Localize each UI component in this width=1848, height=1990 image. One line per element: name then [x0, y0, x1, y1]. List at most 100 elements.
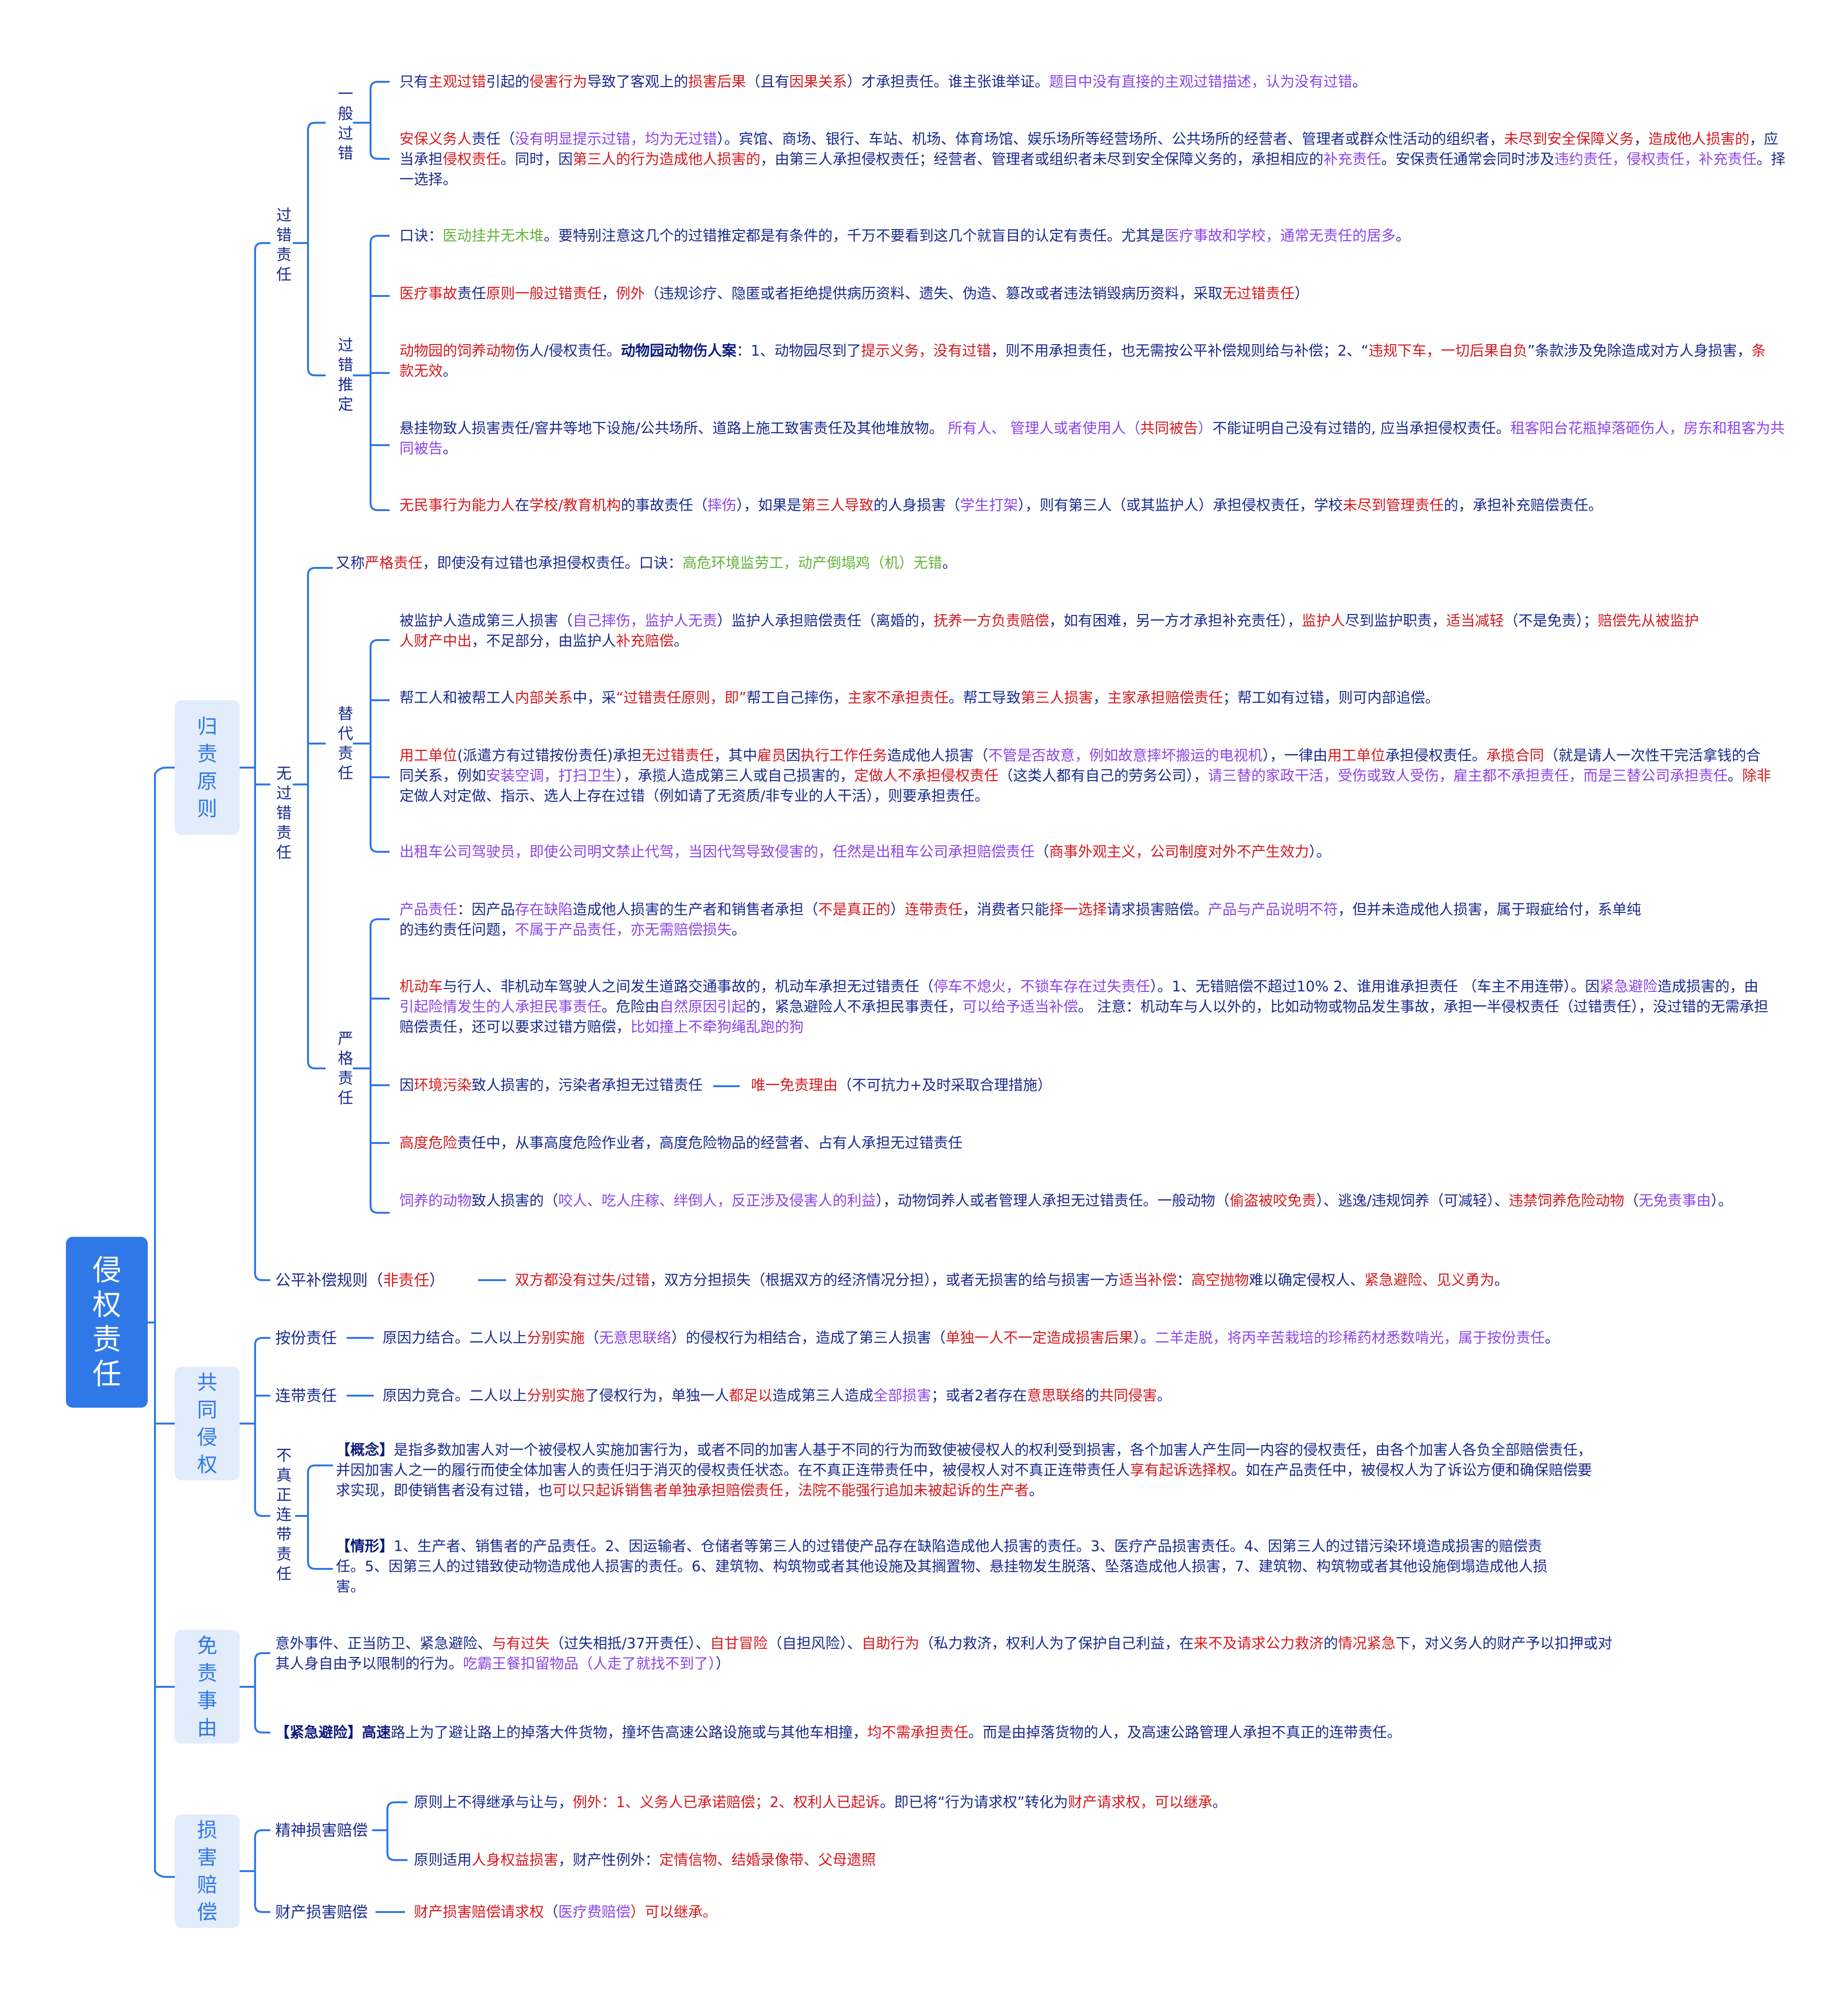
text-run: 。择一选择。 — [399, 151, 1785, 188]
text-run: 存在缺陷 — [515, 901, 573, 918]
text-run: 侵害行为 — [529, 74, 587, 90]
text-run: 。 — [1396, 228, 1410, 244]
text-run: 抚养一方负责赔偿 — [934, 613, 1049, 629]
text-run: 不属于产品责任，亦无需赔偿损失 — [515, 922, 732, 938]
text-run: 高危环境监劳工，动产倒塌鸡（机）无错 — [682, 555, 942, 572]
label-proportional[interactable]: 按份责任 — [275, 1329, 337, 1347]
text-run: 。 — [732, 922, 746, 938]
text-run: 咬人、吃人庄稼、绊倒人，反正涉及侵害人的利益 — [558, 1193, 876, 1209]
text-run: 执行工作任务 — [800, 747, 887, 764]
root-node[interactable]: 侵权责任 — [66, 1237, 148, 1408]
text-run: ，消费者只能 — [962, 901, 1049, 918]
label-property-damage[interactable]: 财产损害赔偿 — [275, 1903, 368, 1921]
text-run: 来不及请求公力救济 — [1194, 1635, 1324, 1652]
label-general-fault[interactable]: 一般过错 — [337, 85, 353, 162]
label-vicarious[interactable]: 替代责任 — [337, 705, 353, 782]
text-run: 意思联络 — [1027, 1387, 1085, 1404]
category-exemption[interactable]: 免责事由 — [175, 1630, 240, 1744]
text-run: ， — [602, 285, 616, 302]
label-presumed-fault[interactable]: 过错推定 — [337, 336, 353, 413]
text-non-genuine-concept: 【概念】是指多数加害人对一个被侵权人实施加害行为，或者不同的加害人基于不同的行为… — [336, 1440, 1602, 1501]
text-run: 。 — [1494, 1272, 1509, 1289]
category-label: 免责事由 — [197, 1634, 218, 1740]
text-run: 。 — [1728, 768, 1742, 784]
text-hanging-objects: 悬挂物致人损害责任/窨井等地下设施/公共场所、道路上施工致害责任及其他堆放物。 … — [399, 419, 1785, 459]
text-run: 承担侵权责任。 — [1385, 747, 1487, 764]
text-run: ：因产品 — [457, 901, 515, 918]
text-run: 补充赔偿 — [616, 633, 674, 650]
text-run: 医疗事故和学校，通常无责任的居多 — [1165, 228, 1396, 244]
text-run: （ — [544, 1904, 558, 1921]
label-no-fault[interactable]: 无过错责任 — [276, 764, 292, 861]
text-run: （不可抗力+及时采取合理措施） — [837, 1077, 1052, 1094]
text-run: ，其中 — [714, 747, 757, 764]
label-joint-several[interactable]: 连带责任 — [275, 1387, 337, 1405]
text-run: 没有明显提示过错，均为无过错 — [515, 131, 717, 148]
text-run: 不能证明自己没有过错的, 应当承担侵权责任。 — [1212, 420, 1511, 437]
text-run: 是指多数加害人对一个被侵权人实施加害行为，或者不同的加害人基于不同的行为而致使被… — [336, 1442, 1592, 1479]
text-run: 所有人、 管理人或者使用人（ — [948, 420, 1141, 437]
label-text: 非责任 — [383, 1271, 430, 1289]
text-property-damage-rule: 财产损害赔偿请求权（医疗费赔偿）可以继承。 — [414, 1902, 1761, 1923]
text-run: 未尽到管理责任 — [1343, 497, 1444, 514]
text-run: 因 — [399, 1077, 414, 1094]
text-run: 造成损害的，由 — [1657, 978, 1758, 995]
text-run: 共同被告 — [1140, 420, 1198, 437]
category-liability-principle[interactable]: 归责原则 — [175, 700, 240, 835]
text-run: 路上为了避让路上的掉落大件货物，撞坏告高速公路设施或与其他车相撞， — [391, 1724, 867, 1741]
text-run: 原则上不得继承与让与， — [414, 1794, 573, 1811]
text-run: 口诀： — [399, 228, 443, 244]
text-run: 定做人对定做、指示、选人上存在过错（例如请了无资质/非专业的人干活），则要承担责… — [399, 788, 989, 805]
label-non-genuine-joint[interactable]: 不真正连带责任 — [276, 1446, 292, 1583]
text-run: 又称 — [336, 555, 365, 572]
text-run: 无民事行为能力人 — [399, 497, 515, 514]
category-damages[interactable]: 损害赔偿 — [175, 1814, 240, 1928]
text-run: 造成他人损害（ — [887, 747, 988, 764]
text-run: 。 — [1545, 1330, 1559, 1347]
text-run: 内部关系 — [515, 690, 573, 706]
text-run: ，双方分担损失（根据双方的经济情况分担），或者无损害的给与损害一方 — [650, 1272, 1119, 1289]
label-fault-liability[interactable]: 过错责任 — [276, 206, 292, 283]
text-run: 自助行为 — [861, 1635, 920, 1652]
text-run: (派遣方有过错按份责任)承担 — [457, 747, 642, 764]
text-run: ，由第三人承担侵权责任；经营者、管理者或组织者未尽到安全保障义务的，承担相应的 — [760, 151, 1323, 168]
text-run: 与行人、非机动车驾驶人之间发生道路交通事故的，机动车承担无过错责任（ — [443, 978, 934, 995]
text-run: 。 — [942, 555, 957, 572]
text-run: 【紧急避险】 — [275, 1724, 362, 1741]
text-run: 双方都没有过失/过错 — [515, 1272, 650, 1289]
text-run: 。 — [1352, 74, 1367, 90]
text-run: ，即使没有过错也承担侵权责任。口诀： — [423, 555, 682, 572]
text-run: 在 — [515, 497, 529, 514]
label-fair-compensation[interactable]: 公平补偿规则（非责任） — [275, 1271, 445, 1290]
text-run: 造成他人损害的生产者和销售者承担（ — [573, 901, 818, 918]
text-run: 吃霸王餐扣留物品（人走了就找不到了） — [463, 1656, 716, 1672]
label-strict[interactable]: 严格责任 — [337, 1029, 353, 1107]
text-run: 分别实施 — [527, 1330, 585, 1347]
text-run: 。如在产品责任中，被侵权人为了诉讼方便和确保赔偿要求实现，即使销售者没有过错，也 — [336, 1462, 1592, 1499]
text-run: （这类人都有自己的劳务公司）， — [999, 768, 1208, 784]
text-run: 伤人/侵权责任。 — [515, 343, 621, 359]
text-run: 帮工人和被帮工人 — [399, 690, 515, 706]
text-run: 了侵权行为，单独一人 — [585, 1387, 729, 1404]
text-run: 分别实施 — [527, 1387, 585, 1404]
text-run: 违禁饲养危险动物 — [1509, 1193, 1625, 1209]
text-run: 产品与产品说明不符 — [1208, 901, 1338, 918]
text-run: （过失相抵/37开责任）、 — [550, 1635, 710, 1652]
text-run: 比如撞上不牵狗绳乱跑的狗 — [630, 1019, 804, 1036]
text-run: ）才承担责任。谁主张谁举证。 — [847, 74, 1049, 90]
label-mental-damage[interactable]: 精神损害赔偿 — [275, 1821, 368, 1839]
text-run: 原因力竞合。二人以上 — [383, 1387, 527, 1404]
text-run: 监护人 — [1302, 613, 1345, 629]
text-exemption-list: 意外事件、正当防卫、紧急避险、与有过失（过失相抵/37开责任）、自甘冒险（自担风… — [275, 1634, 1613, 1674]
text-run: 条款无效 — [399, 343, 1766, 380]
text-run: ，如有困难，另一方才承担补充责任）， — [1049, 613, 1302, 629]
text-run: 医疗事故 — [399, 285, 457, 302]
label-text: ） — [429, 1271, 445, 1289]
text-run: 。危险由 — [602, 999, 659, 1015]
text-run: 未尽到安全保障义务 — [1504, 131, 1634, 148]
text-run: 环境污染 — [414, 1077, 472, 1094]
text-run: 责任中，从事高度危险作业者，高度危险物品的经营者、占有人承担无过错责任 — [457, 1135, 962, 1152]
category-joint-tort[interactable]: 共同侵权 — [175, 1367, 240, 1480]
text-run: ）。1、无错赔偿不超过10% 2、谁用谁承担责任 （车主不用连带）。因 — [1150, 978, 1600, 995]
